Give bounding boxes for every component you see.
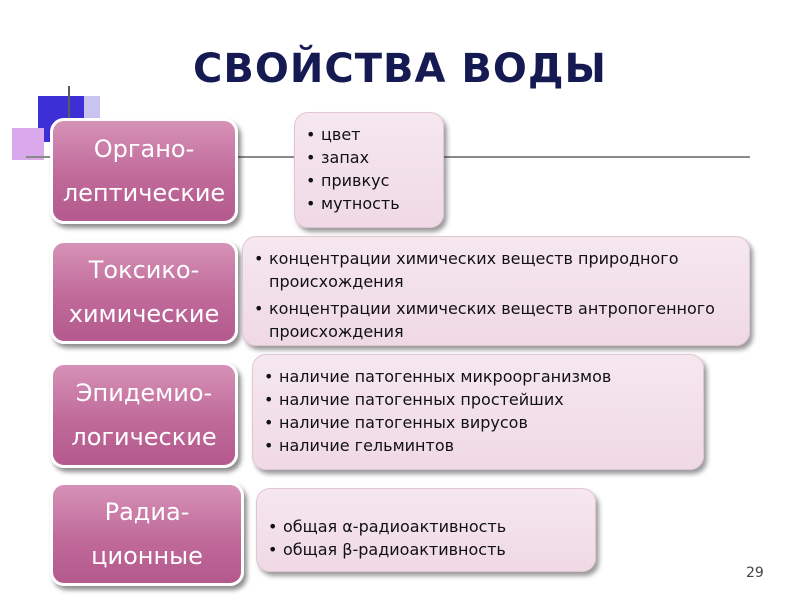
list-item: общая α-радиоактивность bbox=[267, 515, 585, 538]
list-item: запах bbox=[305, 146, 433, 169]
category-label-line: Эпидемио- bbox=[75, 379, 213, 407]
list-item: наличие гельминтов bbox=[263, 434, 693, 457]
detail-box-radiation: общая α-радиоактивность общая β-радиоакт… bbox=[256, 488, 596, 572]
category-label-line: Органо- bbox=[93, 135, 195, 163]
page-number: 29 bbox=[746, 565, 764, 581]
category-label-line: логические bbox=[71, 423, 217, 451]
detail-box-organoleptic: цвет запах привкус мутность bbox=[294, 112, 444, 228]
category-label-line: Токсико- bbox=[88, 256, 200, 284]
detail-box-epidemiological: наличие патогенных микроорганизмов налич… bbox=[252, 354, 704, 470]
list-item: общая β-радиоактивность bbox=[267, 538, 585, 561]
decor-square-lilac bbox=[12, 128, 44, 160]
category-toxicochemical: Токсико- химические bbox=[50, 240, 238, 344]
category-radiation: Радиа- ционные bbox=[50, 482, 244, 586]
list-item: наличие патогенных вирусов bbox=[263, 411, 693, 434]
detail-list: наличие патогенных микроорганизмов налич… bbox=[263, 365, 693, 457]
category-organoleptic: Органо- лептические bbox=[50, 118, 238, 224]
list-item: наличие патогенных микроорганизмов bbox=[263, 365, 693, 388]
list-item: концентрации химических веществ природно… bbox=[253, 247, 739, 293]
list-item: цвет bbox=[305, 123, 433, 146]
category-label-line: химические bbox=[68, 300, 220, 328]
detail-list: цвет запах привкус мутность bbox=[305, 123, 433, 215]
list-item: наличие патогенных простейших bbox=[263, 388, 693, 411]
list-item: мутность bbox=[305, 192, 433, 215]
detail-box-toxicochemical: концентрации химических веществ природно… bbox=[242, 236, 750, 346]
category-label-line: лептические bbox=[62, 179, 226, 207]
page-title: СВОЙСТВА ВОДЫ bbox=[193, 46, 607, 92]
category-label-line: ционные bbox=[91, 542, 203, 570]
list-item: привкус bbox=[305, 169, 433, 192]
category-epidemiological: Эпидемио- логические bbox=[50, 362, 238, 468]
list-item: концентрации химических веществ антропог… bbox=[253, 297, 739, 343]
category-label-line: Радиа- bbox=[104, 498, 190, 526]
detail-list: концентрации химических веществ природно… bbox=[253, 247, 739, 343]
detail-list: общая α-радиоактивность общая β-радиоакт… bbox=[267, 515, 585, 561]
